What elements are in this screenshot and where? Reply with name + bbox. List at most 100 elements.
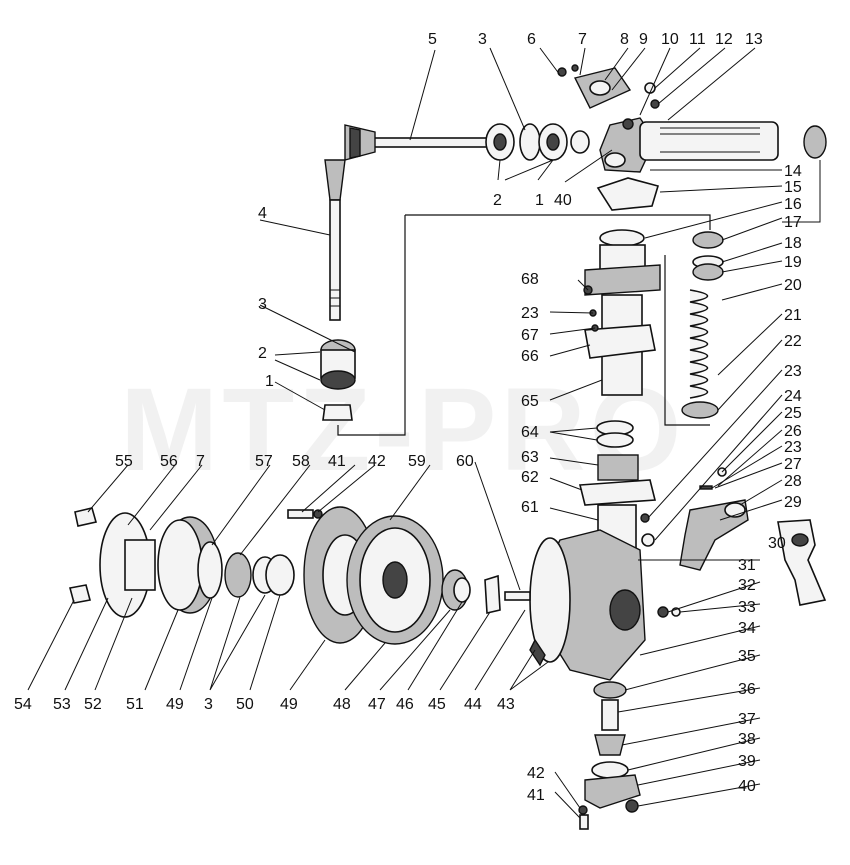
bushing-17 xyxy=(692,231,724,249)
nut-left-1 xyxy=(322,404,353,421)
label-20: 20 xyxy=(784,277,802,294)
label-61: 61 xyxy=(521,499,539,516)
washer-12 xyxy=(650,99,660,109)
label-18: 18 xyxy=(784,235,802,252)
label-55: 55 xyxy=(115,453,133,470)
label-31: 31 xyxy=(738,557,756,574)
label-67: 67 xyxy=(521,327,539,344)
label-13: 13 xyxy=(745,31,763,48)
label-14: 14 xyxy=(784,163,802,180)
label-40b: 40 xyxy=(554,192,572,209)
plug-32 xyxy=(657,606,669,618)
nut-top xyxy=(570,130,590,154)
label-56: 56 xyxy=(160,453,178,470)
label-23a: 23 xyxy=(784,363,802,380)
label-41a: 41 xyxy=(527,787,545,804)
bevel-pinion-4 xyxy=(324,159,346,201)
label-33: 33 xyxy=(738,599,756,616)
label-48: 48 xyxy=(333,696,351,713)
bolt-42 xyxy=(287,509,314,519)
label-44: 44 xyxy=(464,696,482,713)
spacer-57 xyxy=(197,541,223,599)
label-32: 32 xyxy=(738,577,756,594)
washer-42 xyxy=(578,805,588,815)
bolt-23 xyxy=(640,513,650,523)
label-25: 25 xyxy=(784,405,802,422)
label-52: 52 xyxy=(84,696,102,713)
washer-19 xyxy=(692,263,724,281)
leader-lines xyxy=(27,47,821,819)
label-66: 66 xyxy=(521,348,539,365)
bracket-30 xyxy=(777,519,827,606)
label-10: 10 xyxy=(661,31,679,48)
ring-50 xyxy=(265,554,295,596)
label-5: 5 xyxy=(428,31,437,48)
label-7b: 7 xyxy=(196,453,205,470)
pinion-teeth xyxy=(349,127,361,159)
bolt-60 xyxy=(504,591,531,601)
label-38: 38 xyxy=(738,731,756,748)
label-45: 45 xyxy=(428,696,446,713)
tube-13 xyxy=(639,121,779,161)
label-9: 9 xyxy=(639,31,648,48)
label-41b: 41 xyxy=(328,453,346,470)
o-ring-16 xyxy=(599,229,645,247)
nut-24 xyxy=(641,533,655,547)
label-65: 65 xyxy=(521,393,539,410)
label-47: 47 xyxy=(368,696,386,713)
horizontal-shaft xyxy=(369,137,491,148)
label-51: 51 xyxy=(126,696,144,713)
label-42a: 42 xyxy=(527,765,545,782)
flange-66 xyxy=(584,264,661,296)
lever-29 xyxy=(679,499,749,571)
label-39: 39 xyxy=(738,753,756,770)
nut-55 xyxy=(74,507,98,527)
label-3b: 3 xyxy=(478,31,487,48)
hub-body-52 xyxy=(124,539,156,591)
plate-45 xyxy=(484,574,501,614)
label-1a: 1 xyxy=(265,373,274,390)
vertical-shaft-assembly xyxy=(320,159,356,421)
label-3c: 3 xyxy=(204,696,213,713)
cover-39 xyxy=(584,774,641,809)
label-4: 4 xyxy=(258,205,267,222)
gasket-66 xyxy=(584,324,656,359)
label-15: 15 xyxy=(784,179,802,196)
label-23c: 23 xyxy=(521,305,539,322)
bolt-41 xyxy=(579,814,589,830)
label-6: 6 xyxy=(527,31,536,48)
bolt-40 xyxy=(625,799,639,813)
label-49a: 49 xyxy=(280,696,298,713)
upper-shaft-assembly xyxy=(344,64,827,211)
label-29: 29 xyxy=(784,494,802,511)
label-62: 62 xyxy=(521,469,539,486)
label-7a: 7 xyxy=(578,31,587,48)
label-43: 43 xyxy=(497,696,515,713)
label-36: 36 xyxy=(738,681,756,698)
final-drive-housing xyxy=(529,529,681,830)
label-3a: 3 xyxy=(258,296,267,313)
label-22: 22 xyxy=(784,333,802,350)
label-21: 21 xyxy=(784,307,802,324)
label-46: 46 xyxy=(396,696,414,713)
wheel-hub-group xyxy=(69,506,531,645)
assembly-link-line-right xyxy=(664,255,710,426)
label-40a: 40 xyxy=(738,778,756,795)
label-8: 8 xyxy=(620,31,629,48)
label-50: 50 xyxy=(236,696,254,713)
label-23b: 23 xyxy=(784,439,802,456)
spring-seat-21 xyxy=(681,401,719,419)
label-24: 24 xyxy=(784,388,802,405)
label-57: 57 xyxy=(255,453,273,470)
assembly-link-line-top xyxy=(405,214,711,230)
label-42b: 42 xyxy=(368,453,386,470)
end-cap-17 xyxy=(803,125,827,159)
spring-20 xyxy=(689,289,709,399)
label-17: 17 xyxy=(784,214,802,231)
label-58: 58 xyxy=(292,453,310,470)
label-68: 68 xyxy=(521,271,539,288)
label-34: 34 xyxy=(738,620,756,637)
label-30: 30 xyxy=(768,535,786,552)
clip-43 xyxy=(529,638,546,667)
